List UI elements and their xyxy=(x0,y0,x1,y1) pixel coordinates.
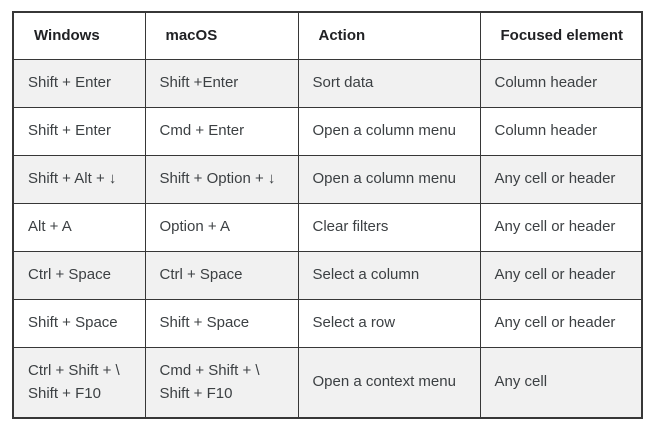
column-header-windows: Windows xyxy=(12,11,146,60)
cell-action: Open a column menu xyxy=(297,155,481,204)
cell-focused-element: Column header xyxy=(479,59,643,108)
shortcuts-table-container: Windows macOS Action Focused element Shi… xyxy=(12,11,643,419)
cell-macos-shortcut: Cmd + Enter xyxy=(144,107,299,156)
table-row: Ctrl + Space Ctrl + Space Select a colum… xyxy=(12,251,643,300)
cell-windows-shortcut: Alt + A xyxy=(12,203,146,252)
cell-windows-shortcut: Shift + Space xyxy=(12,299,146,348)
cell-focused-element: Any cell xyxy=(479,347,643,419)
cell-focused-element: Any cell or header xyxy=(479,299,643,348)
cell-action: Clear filters xyxy=(297,203,481,252)
cell-windows-shortcut: Shift + Enter xyxy=(12,107,146,156)
cell-action: Open a context menu xyxy=(297,347,481,419)
cell-focused-element: Any cell or header xyxy=(479,203,643,252)
table-row: Shift + Alt + ↓ Shift + Option + ↓ Open … xyxy=(12,155,643,204)
cell-action: Select a column xyxy=(297,251,481,300)
table-row: Ctrl + Shift + \ Shift + F10 Cmd + Shift… xyxy=(12,347,643,419)
cell-focused-element: Column header xyxy=(479,107,643,156)
cell-focused-element: Any cell or header xyxy=(479,155,643,204)
column-header-macos: macOS xyxy=(144,11,299,60)
cell-macos-shortcut: Shift + Space xyxy=(144,299,299,348)
cell-windows-shortcut: Ctrl + Space xyxy=(12,251,146,300)
cell-windows-shortcut: Shift + Enter xyxy=(12,59,146,108)
table-row: Shift + Space Shift + Space Select a row… xyxy=(12,299,643,348)
cell-action: Sort data xyxy=(297,59,481,108)
cell-macos-shortcut: Cmd + Shift + \ Shift + F10 xyxy=(144,347,299,419)
table-row: Shift + Enter Shift +Enter Sort data Col… xyxy=(12,59,643,108)
table-row: Alt + A Option + A Clear filters Any cel… xyxy=(12,203,643,252)
header-row: Windows macOS Action Focused element xyxy=(12,11,643,60)
cell-focused-element: Any cell or header xyxy=(479,251,643,300)
table-row: Shift + Enter Cmd + Enter Open a column … xyxy=(12,107,643,156)
cell-windows-shortcut: Shift + Alt + ↓ xyxy=(12,155,146,204)
cell-action: Open a column menu xyxy=(297,107,481,156)
cell-windows-shortcut: Ctrl + Shift + \ Shift + F10 xyxy=(12,347,146,419)
cell-macos-shortcut: Option + A xyxy=(144,203,299,252)
cell-macos-shortcut: Shift + Option + ↓ xyxy=(144,155,299,204)
cell-macos-shortcut: Ctrl + Space xyxy=(144,251,299,300)
cell-macos-shortcut: Shift +Enter xyxy=(144,59,299,108)
cell-action: Select a row xyxy=(297,299,481,348)
column-header-focused-element: Focused element xyxy=(479,11,643,60)
keyboard-shortcuts-table: Windows macOS Action Focused element Shi… xyxy=(12,11,643,419)
column-header-action: Action xyxy=(297,11,481,60)
